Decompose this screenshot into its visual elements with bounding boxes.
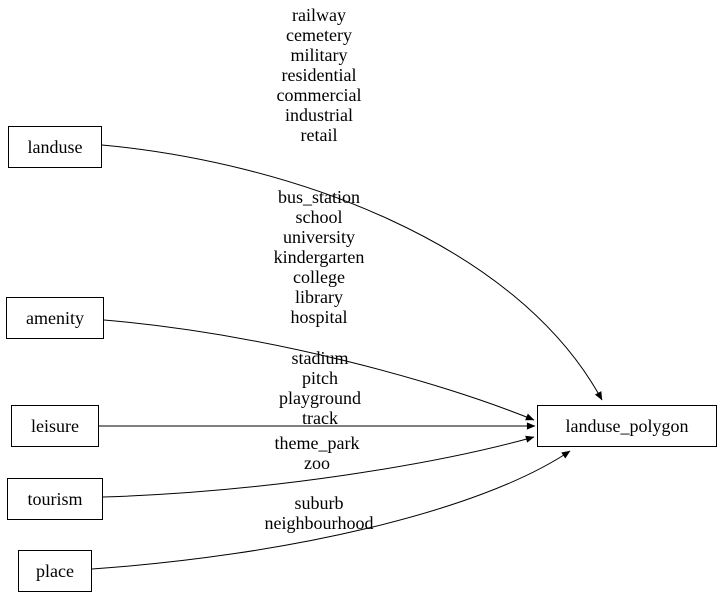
edge-label-line: pitch — [301, 368, 338, 388]
node-leisure: leisure — [11, 405, 99, 447]
edge-label-leisure: stadium pitch playground track — [279, 348, 361, 428]
edge-label-line: suburb — [294, 493, 344, 513]
node-landuse-polygon: landuse_polygon — [537, 405, 717, 447]
edge-label-landuse: railway cemetery military residential co… — [277, 5, 362, 145]
edge-label-line: stadium — [291, 348, 349, 368]
node-label: leisure — [31, 415, 79, 436]
node-label: tourism — [27, 488, 83, 509]
edge-label-line: retail — [300, 125, 338, 145]
edge-label-line: school — [295, 207, 343, 227]
edge-label-line: residential — [281, 65, 357, 85]
edge-label-line: industrial — [285, 105, 353, 125]
node-amenity: amenity — [6, 297, 104, 339]
edge-label-line: track — [302, 408, 338, 428]
edge-label-line: college — [293, 267, 345, 287]
node-label: landuse — [27, 136, 83, 157]
edge-amenity-to-landuse-polygon — [103, 319, 535, 421]
edge-label-line: theme_park — [274, 433, 360, 453]
edge-label-line: cemetery — [286, 25, 352, 45]
edge-label-line: kindergarten — [273, 247, 365, 267]
edge-label-line: railway — [292, 5, 346, 25]
node-place: place — [18, 550, 92, 592]
node-label: place — [36, 560, 74, 581]
edge-label-place: suburb neighbourhood — [265, 493, 374, 533]
edge-label-line: hospital — [290, 307, 348, 327]
edge-label-line: playground — [279, 388, 361, 408]
edge-label-line: commercial — [276, 85, 362, 105]
edge-label-line: neighbourhood — [264, 513, 374, 533]
edge-landuse-to-landuse-polygon — [101, 144, 603, 401]
edge-label-line: bus_station — [277, 187, 361, 207]
edge-tourism-to-landuse-polygon — [102, 435, 535, 498]
edge-label-tourism: theme_park zoo — [275, 433, 360, 473]
edge-label-line: zoo — [304, 453, 330, 473]
node-tourism: tourism — [7, 478, 103, 520]
edge-label-amenity: bus_station school university kindergart… — [274, 187, 365, 327]
edge-place-to-landuse-polygon — [91, 450, 571, 570]
edge-label-line: library — [295, 287, 343, 307]
edge-label-line: university — [282, 227, 355, 247]
node-landuse: landuse — [8, 126, 102, 168]
node-label: landuse_polygon — [565, 415, 689, 436]
node-label: amenity — [26, 307, 84, 328]
edge-label-line: military — [290, 45, 348, 65]
